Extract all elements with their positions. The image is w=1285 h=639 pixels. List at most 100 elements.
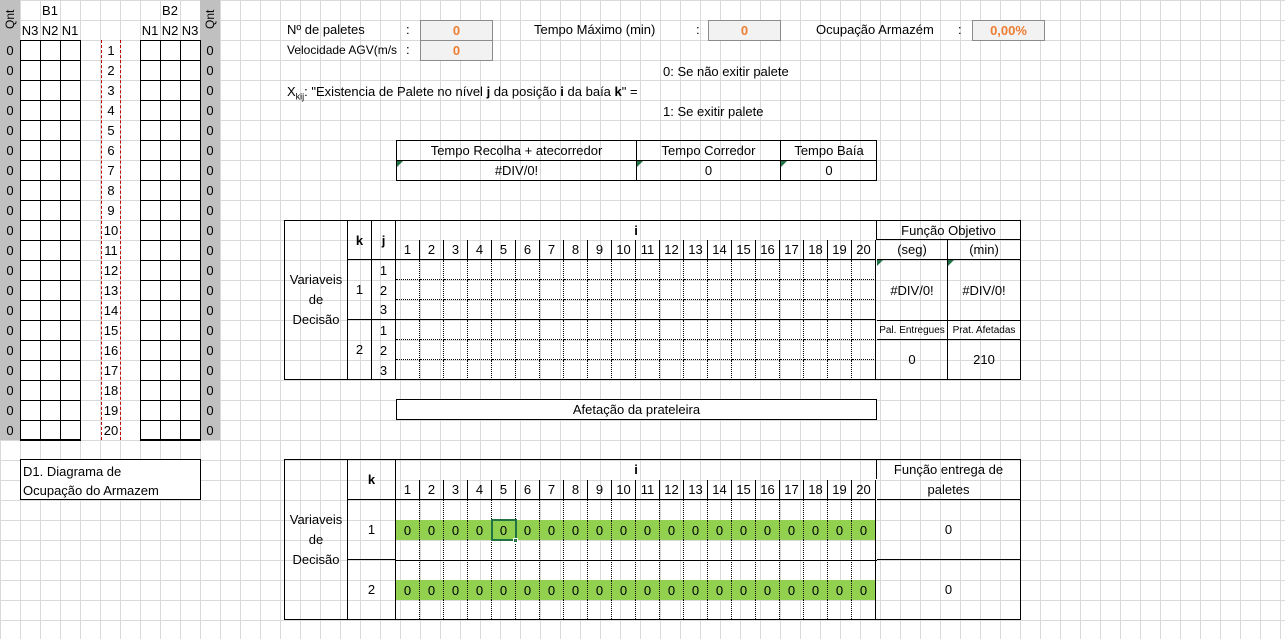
b1-slot[interactable] xyxy=(20,320,41,341)
entrega-cell[interactable]: 0 xyxy=(516,520,540,540)
decision-cell[interactable] xyxy=(852,360,876,380)
entrega-cell[interactable]: 0 xyxy=(492,580,516,600)
b1-slot[interactable] xyxy=(20,180,41,201)
decision-cell[interactable] xyxy=(468,360,492,380)
decision-cell[interactable] xyxy=(564,360,588,380)
entrega-cell[interactable]: 0 xyxy=(828,580,852,600)
entrega-cell[interactable]: 0 xyxy=(708,580,732,600)
decision-cell[interactable] xyxy=(684,360,708,380)
decision-cell[interactable] xyxy=(444,260,468,280)
b1-slot[interactable] xyxy=(20,240,41,261)
decision-cell[interactable] xyxy=(492,300,516,320)
decision-cell[interactable] xyxy=(540,340,564,360)
b1-slot[interactable] xyxy=(20,200,41,221)
b2-slot[interactable] xyxy=(160,120,181,141)
decision-cell[interactable] xyxy=(732,280,756,300)
tempo-corredor-value[interactable]: 0 xyxy=(637,161,781,180)
decision-cell[interactable] xyxy=(420,280,444,300)
decision-cell[interactable] xyxy=(636,260,660,280)
decision-cell[interactable] xyxy=(804,300,828,320)
b1-slot[interactable] xyxy=(40,140,61,161)
decision-cell[interactable] xyxy=(396,260,420,280)
b2-slot[interactable] xyxy=(140,100,161,121)
b2-slot[interactable] xyxy=(180,340,201,361)
b1-slot[interactable] xyxy=(40,80,61,101)
b2-slot[interactable] xyxy=(180,140,201,161)
b2-slot[interactable] xyxy=(140,320,161,341)
b1-slot[interactable] xyxy=(20,60,41,81)
decision-cell[interactable] xyxy=(564,260,588,280)
entrega-cell[interactable]: 0 xyxy=(636,580,660,600)
decision-cell[interactable] xyxy=(852,260,876,280)
b1-slot[interactable] xyxy=(60,160,81,181)
decision-cell[interactable] xyxy=(780,280,804,300)
b2-slot[interactable] xyxy=(160,100,181,121)
b2-slot[interactable] xyxy=(140,360,161,381)
decision-cell[interactable] xyxy=(612,280,636,300)
b1-slot[interactable] xyxy=(60,260,81,281)
entrega-cell[interactable]: 0 xyxy=(444,580,468,600)
decision-cell[interactable] xyxy=(756,340,780,360)
b2-slot[interactable] xyxy=(160,220,181,241)
decision-cell[interactable] xyxy=(828,360,852,380)
entrega-cell[interactable]: 0 xyxy=(612,520,636,540)
decision-cell[interactable] xyxy=(684,260,708,280)
decision-cell[interactable] xyxy=(468,320,492,340)
decision-cell[interactable] xyxy=(516,320,540,340)
b1-slot[interactable] xyxy=(40,360,61,381)
b2-slot[interactable] xyxy=(180,200,201,221)
decision-cell[interactable] xyxy=(828,280,852,300)
decision-cell[interactable] xyxy=(492,360,516,380)
b2-slot[interactable] xyxy=(160,200,181,221)
b1-slot[interactable] xyxy=(40,380,61,401)
decision-cell[interactable] xyxy=(780,360,804,380)
decision-cell[interactable] xyxy=(396,340,420,360)
b2-slot[interactable] xyxy=(140,120,161,141)
b1-slot[interactable] xyxy=(40,60,61,81)
decision-cell[interactable] xyxy=(804,340,828,360)
b1-slot[interactable] xyxy=(20,380,41,401)
entrega-cell[interactable]: 0 xyxy=(708,520,732,540)
b1-slot[interactable] xyxy=(60,400,81,421)
decision-cell[interactable] xyxy=(492,260,516,280)
decision-cell[interactable] xyxy=(756,300,780,320)
decision-cell[interactable] xyxy=(564,280,588,300)
entrega-cell[interactable]: 0 xyxy=(660,520,684,540)
decision-cell[interactable] xyxy=(588,320,612,340)
decision-cell[interactable] xyxy=(612,360,636,380)
velocidade-value[interactable]: 0 xyxy=(420,40,493,61)
b2-slot[interactable] xyxy=(160,300,181,321)
b1-slot[interactable] xyxy=(60,60,81,81)
b2-slot[interactable] xyxy=(160,160,181,181)
b1-slot[interactable] xyxy=(60,140,81,161)
b2-slot[interactable] xyxy=(140,220,161,241)
decision-cell[interactable] xyxy=(852,320,876,340)
decision-cell[interactable] xyxy=(612,340,636,360)
tempo-recolha-value[interactable]: #DIV/0! xyxy=(397,161,637,180)
b1-slot[interactable] xyxy=(60,100,81,121)
decision-cell[interactable] xyxy=(396,280,420,300)
decision-cell[interactable] xyxy=(804,260,828,280)
b2-slot[interactable] xyxy=(140,240,161,261)
decision-cell[interactable] xyxy=(588,260,612,280)
b1-slot[interactable] xyxy=(20,360,41,381)
b1-slot[interactable] xyxy=(20,120,41,141)
fe-value-2[interactable]: 0 xyxy=(944,582,953,597)
b2-slot[interactable] xyxy=(140,200,161,221)
b1-slot[interactable] xyxy=(60,420,81,441)
decision-cell[interactable] xyxy=(780,300,804,320)
decision-cell[interactable] xyxy=(684,280,708,300)
b2-slot[interactable] xyxy=(160,320,181,341)
b2-slot[interactable] xyxy=(160,280,181,301)
b1-slot[interactable] xyxy=(40,220,61,241)
decision-cell[interactable] xyxy=(564,320,588,340)
b2-slot[interactable] xyxy=(160,380,181,401)
decision-cell[interactable] xyxy=(420,300,444,320)
b2-slot[interactable] xyxy=(180,360,201,381)
tempo-baia-value[interactable]: 0 xyxy=(781,161,877,180)
entrega-cell[interactable]: 0 xyxy=(732,580,756,600)
paletes-value[interactable]: 0 xyxy=(420,20,493,41)
decision-cell[interactable] xyxy=(564,300,588,320)
decision-cell[interactable] xyxy=(660,360,684,380)
b2-slot[interactable] xyxy=(140,40,161,61)
